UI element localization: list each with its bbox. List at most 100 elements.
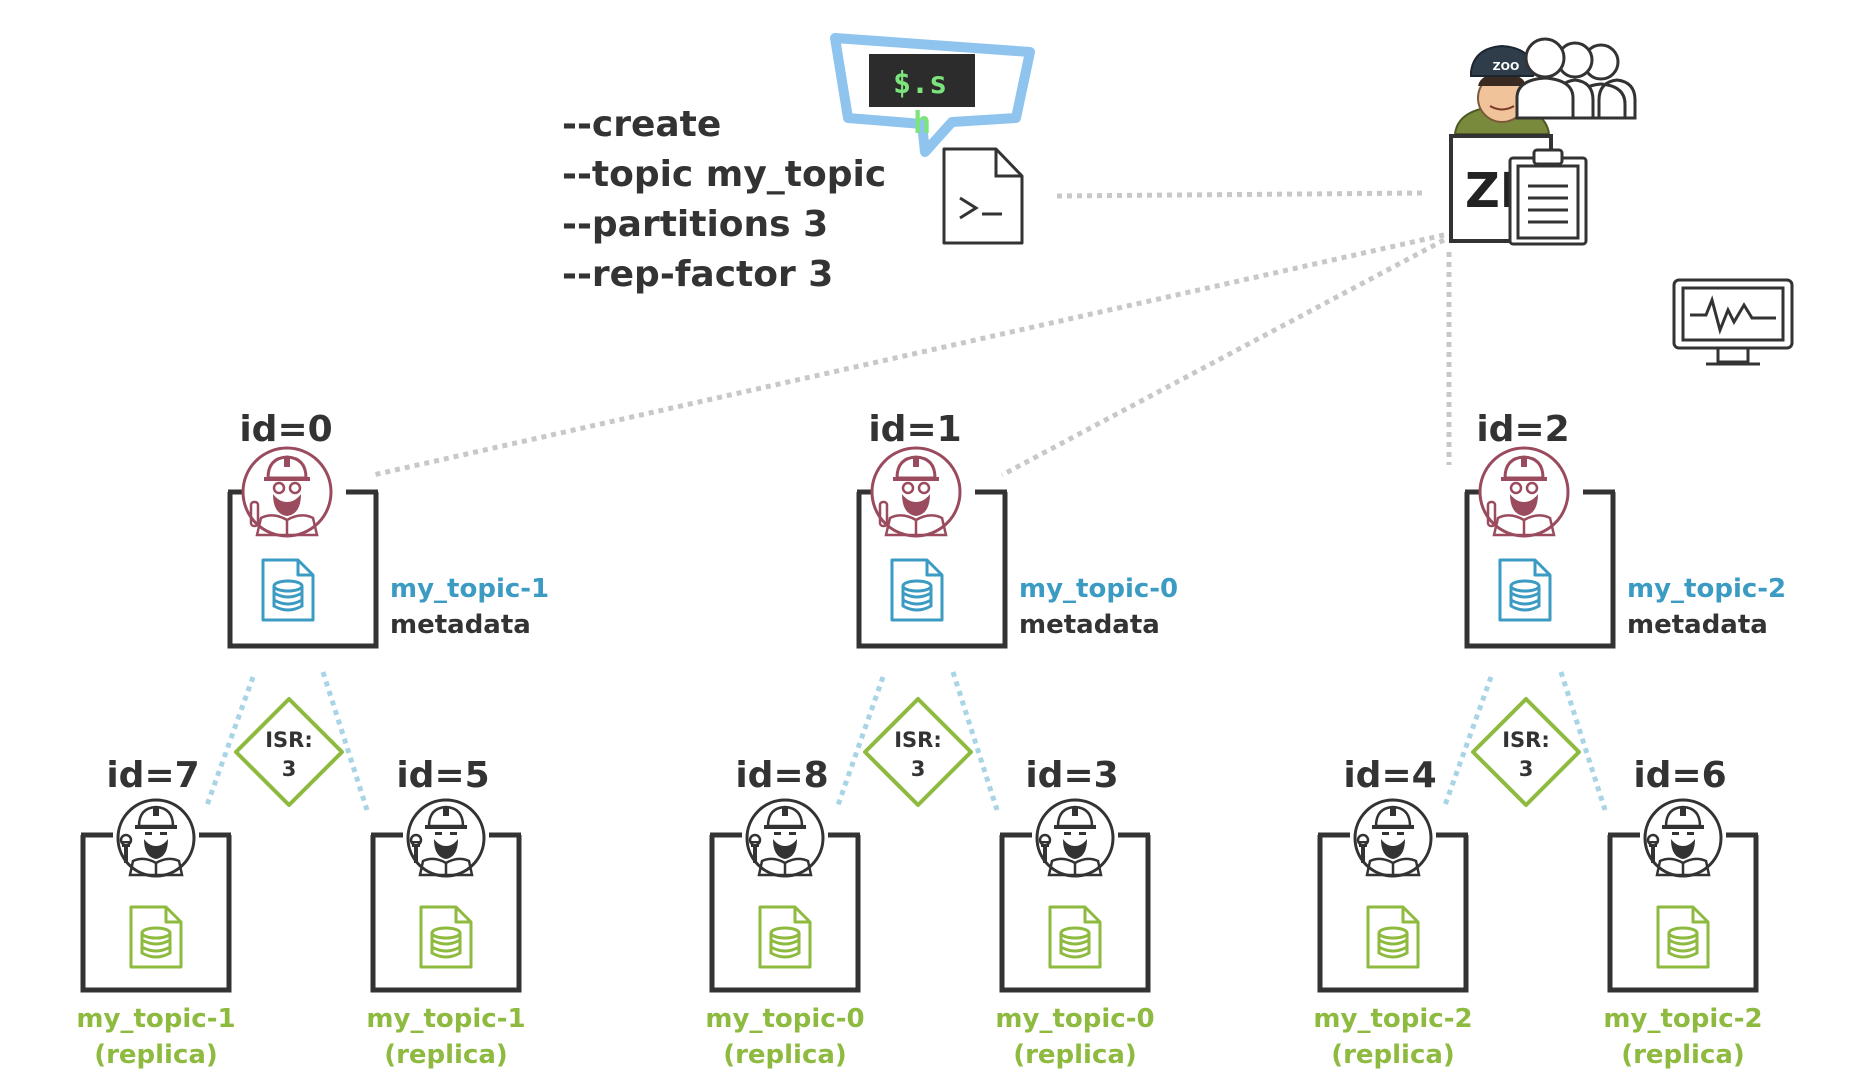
replica-worker-icon: [1643, 798, 1723, 878]
replica-log-file-icon: [1656, 905, 1710, 969]
command-bubble: $.s h: [830, 33, 1035, 157]
replica-id-label: id=6: [1633, 755, 1726, 796]
replica-topic-label: my_topic-2: [1603, 1004, 1762, 1034]
leader-worker-icon: [241, 446, 333, 538]
replica-box: [1317, 835, 1469, 993]
broker-box: [856, 492, 1008, 649]
link-broker-1-replica-left: [834, 676, 886, 809]
leader-worker-icon: [1478, 446, 1570, 538]
isr-badge: ISR:3: [234, 697, 344, 807]
replica-box: [80, 835, 232, 993]
users-icon: [1515, 37, 1637, 120]
leader-topic-label: my_topic-2: [1627, 574, 1786, 604]
broker-box: [1464, 492, 1616, 649]
replica-topic-label: my_topic-1: [76, 1004, 235, 1034]
replica-topic-label: my_topic-0: [705, 1004, 864, 1034]
link-zk-broker-0: [372, 232, 1445, 478]
link-broker-0-replica-left: [203, 676, 256, 809]
leader-log-file-icon: [890, 558, 944, 622]
link-broker-2-replica-left: [1441, 676, 1494, 809]
leader-topic-label: my_topic-0: [1019, 574, 1178, 604]
replica-broker: id=6 my_topic-2 (replica): [1603, 755, 1762, 1070]
replica-worker-icon: [1353, 798, 1433, 878]
replica-links: [203, 671, 1608, 811]
replica-log-file-icon: [129, 905, 183, 969]
replica-box: [1607, 835, 1759, 993]
zk-links: [372, 190, 1452, 478]
cmd-line-create: --create: [562, 104, 721, 145]
command-lines: --create --topic my_topic --partitions 3…: [562, 104, 886, 295]
leader-log-file-icon: [1498, 558, 1552, 622]
monitor-icon: [1672, 278, 1794, 366]
isr-diamond: [234, 697, 344, 807]
link-cmd-zk: [1056, 190, 1425, 199]
replica-id-label: id=7: [106, 755, 199, 796]
terminal-prompt-text: $.s: [893, 66, 947, 101]
replica-log-file-icon: [1048, 905, 1102, 969]
replica-box: [370, 835, 522, 993]
terminal-prompt-overflow: h: [913, 106, 931, 141]
broker-id-label: id=1: [868, 409, 961, 450]
replica-broker: id=4 my_topic-2 (replica): [1313, 755, 1472, 1070]
cmd-line-partitions: --partitions 3: [562, 204, 828, 245]
replica-suffix-label: (replica): [94, 1040, 218, 1070]
replica-topic-label: my_topic-1: [366, 1004, 525, 1034]
isr-badge: ISR: 3: [863, 697, 973, 807]
leader-log-file-icon: [261, 558, 315, 622]
zoo-cap-label: ZOO: [1493, 60, 1520, 73]
replica-suffix-label: (replica): [1013, 1040, 1137, 1070]
isr-badge: ISR: 3: [1471, 697, 1581, 807]
isr-title: ISR:: [1502, 728, 1550, 752]
link-zk-broker-1: [1000, 237, 1446, 478]
isr-value: 3: [1519, 757, 1534, 781]
link-broker-0-replica-right: [320, 671, 370, 811]
replica-log-file-icon: [1366, 905, 1420, 969]
replica-worker-icon: [406, 798, 486, 878]
broker-id-label: id=2: [1476, 409, 1569, 450]
replica-broker: id=7 my_topic-1 (replica): [76, 755, 235, 1070]
replica-suffix-label: (replica): [384, 1040, 508, 1070]
leader-metadata-label: metadata: [1019, 610, 1160, 640]
replica-broker: id=8 my_topic-0 (replica): [705, 755, 864, 1070]
isr-value: 3: [911, 757, 926, 781]
replica-suffix-label: (replica): [723, 1040, 847, 1070]
replica-topic-label: my_topic-2: [1313, 1004, 1472, 1034]
cmd-line-topic: --topic my_topic: [562, 154, 886, 195]
replica-broker: id=5 my_topic-1 (replica): [366, 755, 525, 1070]
link-broker-1-replica-right: [950, 671, 1000, 811]
replica-broker: id=3 my_topic-0 (replica): [995, 755, 1154, 1070]
replica-log-file-icon: [419, 905, 473, 969]
leader-worker-icon: [870, 446, 962, 538]
broker-id-label: id=0: [239, 409, 332, 450]
link-broker-2-replica-right: [1558, 671, 1608, 811]
replica-worker-icon: [116, 798, 196, 878]
replica-suffix-label: (replica): [1331, 1040, 1455, 1070]
terminal-file-icon: [942, 147, 1024, 245]
isr-title: ISR:: [894, 728, 942, 752]
replica-box: [709, 835, 861, 993]
isr-diamond: [863, 697, 973, 807]
broker-box: [227, 492, 379, 649]
leader-metadata-label: metadata: [390, 610, 531, 640]
replica-suffix-label: (replica): [1621, 1040, 1745, 1070]
replica-id-label: id=5: [396, 755, 489, 796]
cmd-line-rep-factor: --rep-factor 3: [562, 254, 833, 295]
replica-id-label: id=8: [735, 755, 828, 796]
replica-box: [999, 835, 1151, 993]
isr-diamond: [1471, 697, 1581, 807]
replica-id-label: id=4: [1343, 755, 1436, 796]
replica-id-label: id=3: [1025, 755, 1118, 796]
speech-bubble-outline: [830, 33, 1035, 157]
terminal-prompt-box: [869, 54, 975, 107]
replica-worker-icon: [1035, 798, 1115, 878]
leader-topic-label: my_topic-1: [390, 574, 549, 604]
replica-topic-label: my_topic-0: [995, 1004, 1154, 1034]
replica-log-file-icon: [758, 905, 812, 969]
leader-metadata-label: metadata: [1627, 610, 1768, 640]
replica-worker-icon: [745, 798, 825, 878]
clipboard-icon: [1508, 148, 1588, 246]
